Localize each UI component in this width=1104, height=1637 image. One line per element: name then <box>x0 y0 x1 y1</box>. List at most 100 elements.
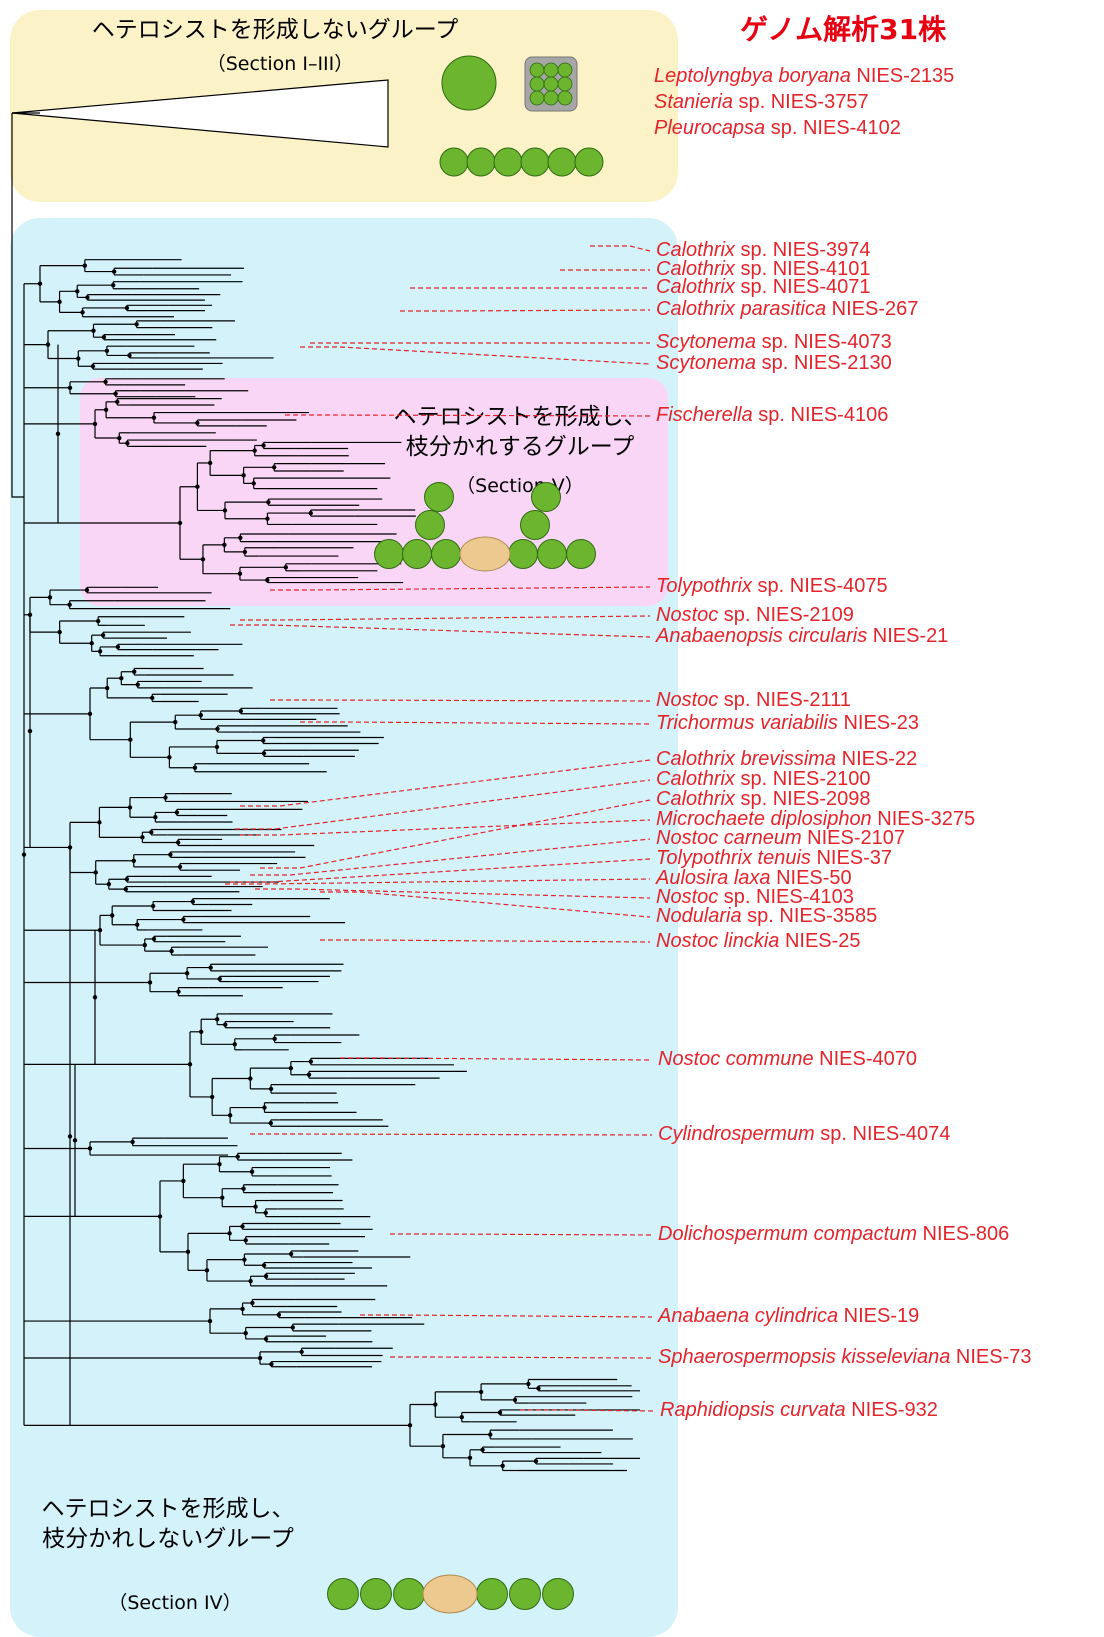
tree-node <box>198 1029 204 1034</box>
tree-node <box>214 1017 220 1022</box>
tree-node <box>207 460 213 466</box>
tree-node <box>237 571 243 576</box>
tree-node <box>131 858 136 863</box>
strain-id: sp. NIES-2111 <box>718 689 851 711</box>
tree-node <box>187 1062 193 1067</box>
strain-label: Aulosira laxa NIES-50 <box>656 868 852 889</box>
leader-line <box>400 309 651 312</box>
tree-node <box>157 1214 163 1219</box>
tree-node <box>204 1268 210 1273</box>
branch-cell-icon <box>520 510 550 540</box>
tree-node <box>91 328 96 333</box>
strain-id: NIES-19 <box>838 1305 920 1327</box>
strain-id: sp. NIES-4075 <box>751 575 888 597</box>
tree-node <box>174 810 180 815</box>
strain-genus: Tolypothrix <box>656 575 752 597</box>
strain-label: Sphaerospermopsis kisseleviana NIES-73 <box>658 1347 1032 1368</box>
branching-heterocyst-group-panel <box>80 378 668 606</box>
colony-cell-icon <box>557 62 573 78</box>
strain-genus: Nostoc <box>656 886 719 908</box>
tree-node <box>92 995 98 1000</box>
strain-label: Raphidiopsis curvata NIES-932 <box>660 1400 938 1421</box>
strain-genus: Stanieria <box>654 91 733 113</box>
tree-node <box>67 385 73 390</box>
tree-node <box>128 737 133 742</box>
strain-id: NIES-22 <box>836 748 918 770</box>
tree-node <box>268 1086 274 1092</box>
strain-genus: Scytonema <box>656 331 757 353</box>
leader-line <box>270 699 651 702</box>
tree-node <box>169 948 174 954</box>
strain-genus: Aulosira laxa <box>656 867 771 889</box>
branching-group-title: ヘテロシストを形成し、 枝分かれするグループ <box>380 403 660 463</box>
strain-genus: Calothrix parasitica <box>656 298 827 320</box>
leader-line <box>240 759 651 807</box>
strain-label: Dolichospermum compactum NIES-806 <box>658 1224 1009 1245</box>
tree-node <box>127 805 133 810</box>
filament-cell-icon <box>476 1578 508 1610</box>
tree-node <box>124 305 130 311</box>
colony-cell-icon <box>529 76 545 92</box>
strain-label: Fischerella sp. NIES-4106 <box>656 405 888 426</box>
tree-node <box>261 738 266 743</box>
tree-node <box>93 870 98 875</box>
tree-node <box>253 1204 258 1209</box>
non-branching-group-title-line2: 枝分かれしないグループ <box>42 1525 294 1552</box>
tree-node <box>82 263 88 268</box>
strain-label: Anabaena cylindrica NIES-19 <box>658 1306 919 1327</box>
tree-node <box>130 1139 135 1145</box>
tree-node <box>265 577 270 583</box>
tree-node <box>214 744 220 750</box>
tree-node <box>263 1336 269 1342</box>
strain-label: Calothrix parasitica NIES-267 <box>656 299 918 320</box>
tree-node <box>238 535 243 541</box>
tree-node <box>185 1249 191 1255</box>
leader-line <box>300 346 651 365</box>
colony-cell-icon <box>529 90 545 106</box>
tree-node <box>497 1410 503 1415</box>
section-i-iii-label: （Section I–III） <box>206 53 354 75</box>
tree-node <box>184 971 190 976</box>
strain-id: sp. NIES-4103 <box>718 886 854 908</box>
tree-node <box>533 1458 539 1464</box>
leader-line <box>230 858 651 883</box>
branch-cell-icon <box>537 539 567 569</box>
filament-cell-icon <box>542 1578 574 1610</box>
strain-genus: Tolypothrix tenuis <box>656 847 811 869</box>
tree-node <box>111 269 117 274</box>
strain-genus: Nostoc carneum <box>656 827 802 849</box>
tree-node <box>248 1076 253 1081</box>
non-branching-group-title: ヘテロシストを形成し、 枝分かれしないグループ <box>18 1495 318 1555</box>
tree-node <box>125 441 130 446</box>
tree-node <box>117 435 122 441</box>
tree-node <box>261 443 266 448</box>
tree-node <box>290 1325 295 1330</box>
colony-cell-icon <box>529 62 545 78</box>
strain-id: NIES-21 <box>867 625 949 647</box>
tree-node <box>67 845 73 850</box>
tree-node <box>149 830 154 835</box>
tree-node <box>87 711 93 717</box>
tree-node <box>27 728 33 734</box>
tree-node <box>227 1113 233 1118</box>
strain-label: Calothrix sp. NIES-4101 <box>656 259 871 280</box>
tree-node <box>92 421 98 427</box>
tree-node <box>45 342 51 347</box>
leader-line <box>270 586 651 591</box>
filament-cell-icon <box>466 147 496 177</box>
tree-node <box>131 669 137 674</box>
tree-node <box>257 1355 263 1361</box>
tree-node <box>478 1389 484 1395</box>
tree-node <box>37 281 43 286</box>
tree-node <box>151 415 157 420</box>
tree-node <box>488 1432 493 1437</box>
leader-line <box>250 1133 653 1136</box>
strain-genus: Leptolyngbya boryana <box>654 65 851 87</box>
tree-node <box>526 1381 531 1387</box>
strain-id: NIES-4070 <box>813 1048 918 1070</box>
tree-node <box>168 852 173 857</box>
strain-genus: Cylindrospermum <box>658 1123 815 1145</box>
tree-node <box>123 886 128 892</box>
leader-line <box>225 878 651 885</box>
strain-id: NIES-73 <box>950 1346 1032 1368</box>
